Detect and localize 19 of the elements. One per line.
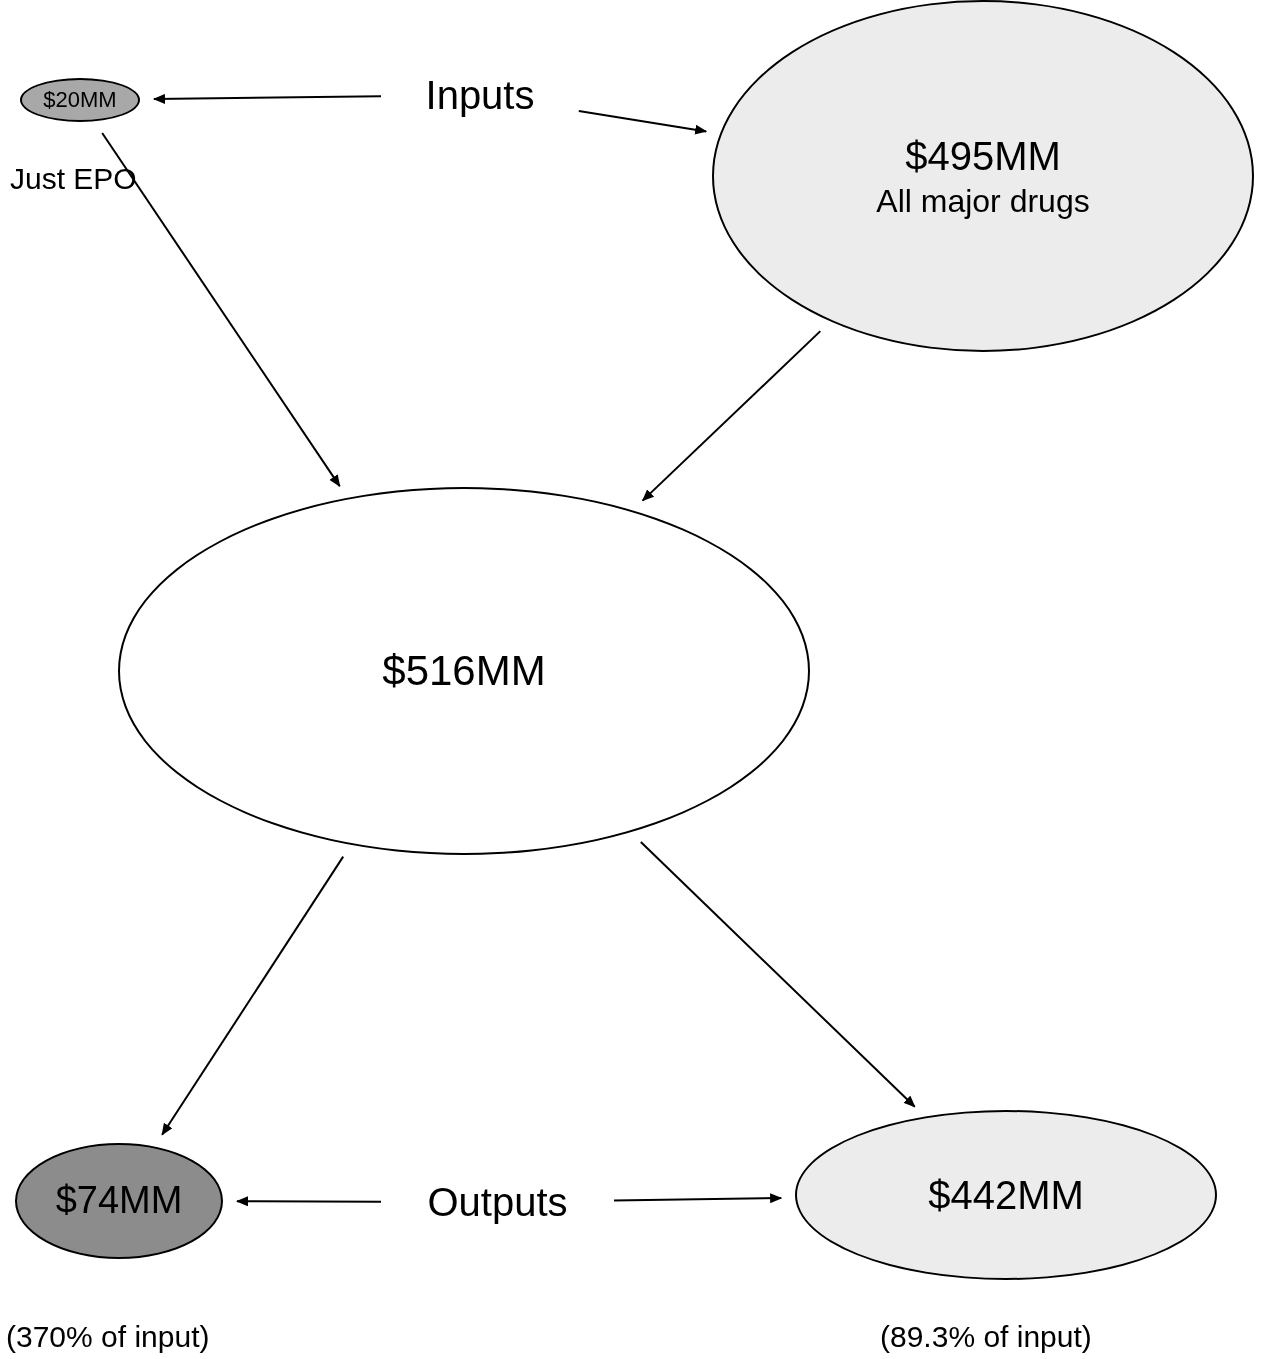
arrow bbox=[639, 840, 916, 1108]
arrow bbox=[236, 1196, 382, 1207]
value-text: $442MM bbox=[928, 1172, 1084, 1219]
arrow bbox=[613, 1193, 783, 1204]
value-text: Inputs bbox=[425, 72, 535, 119]
arrow bbox=[641, 330, 822, 502]
arrow bbox=[161, 855, 345, 1136]
caption-text: (370% of input) bbox=[6, 1319, 210, 1355]
description-text: All major drugs bbox=[876, 182, 1090, 221]
value-text: $20MM bbox=[43, 86, 117, 114]
value-text: $495MM bbox=[905, 133, 1061, 180]
value-text: Outputs bbox=[427, 1179, 568, 1226]
arrow bbox=[101, 132, 341, 488]
caption-text: Just EPO bbox=[10, 161, 137, 197]
arrow bbox=[577, 109, 708, 135]
caption-text: (89.3% of input) bbox=[880, 1319, 1092, 1355]
value-text: $74MM bbox=[55, 1178, 183, 1224]
arrow bbox=[152, 93, 382, 104]
value-text: $516MM bbox=[382, 645, 546, 696]
